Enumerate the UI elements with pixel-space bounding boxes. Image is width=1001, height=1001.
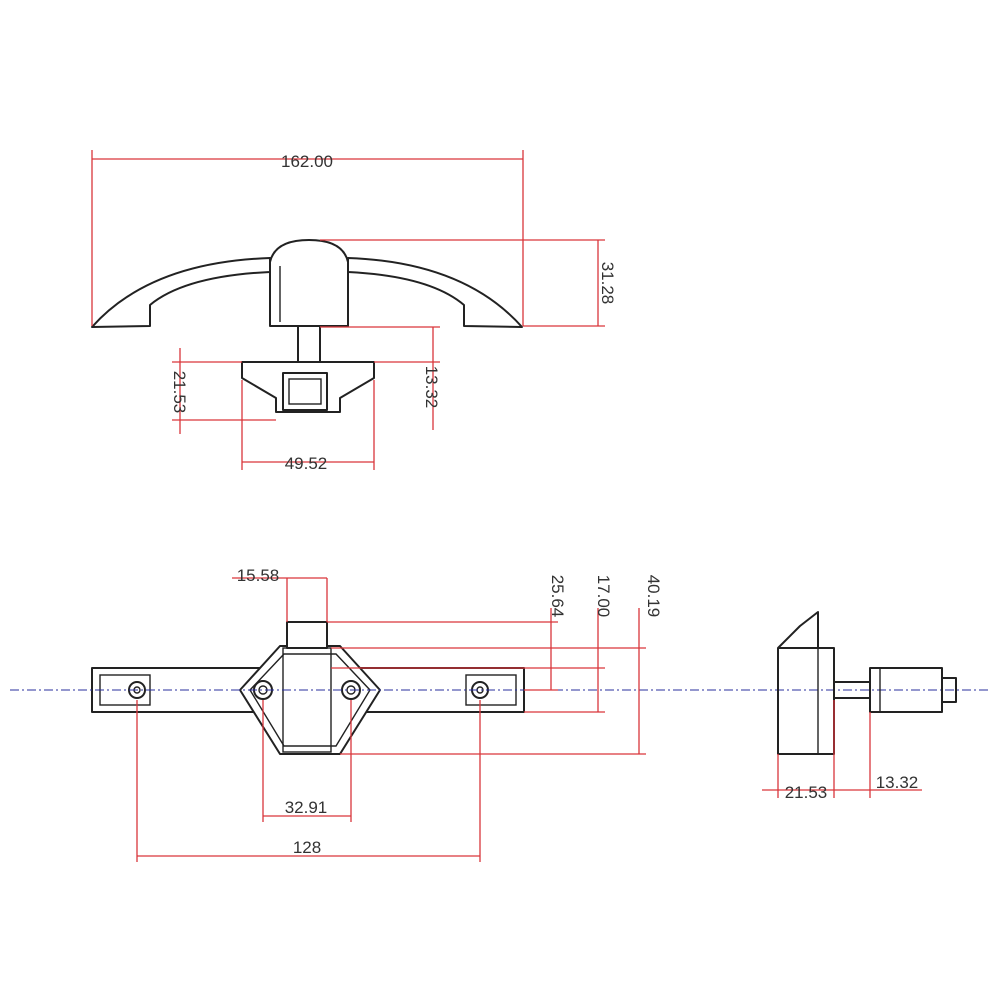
dim-40-19: 40.19	[644, 575, 663, 618]
latch-bracket	[241, 361, 375, 413]
dim-hole-spacing: 128	[293, 838, 321, 857]
dim-screw-spacing: 32.91	[285, 798, 328, 817]
dim-overall-height: 31.28	[598, 262, 617, 305]
latch-slot-inner	[288, 378, 322, 405]
front-view-part	[91, 621, 525, 755]
side-wedge	[777, 611, 819, 649]
lock-core	[282, 647, 332, 753]
side-view-dimensions	[762, 700, 922, 798]
dim-latch-depth: 21.53	[170, 371, 189, 414]
dim-latch-width: 49.52	[285, 454, 328, 473]
dim-side-spindle: 13.32	[876, 773, 919, 792]
side-tip	[941, 677, 957, 703]
dim-25-64: 25.64	[548, 575, 567, 618]
left-arm	[91, 257, 271, 328]
top-view-dimensions	[91, 150, 605, 470]
right-screw	[341, 680, 361, 700]
right-arm	[347, 257, 523, 328]
dim-side-body-depth: 21.53	[785, 783, 828, 802]
push-button	[286, 621, 328, 649]
lock-body	[239, 645, 381, 755]
side-body	[777, 647, 835, 755]
stem	[297, 325, 321, 363]
dim-17-00: 17.00	[594, 575, 613, 618]
front-view-dimensions	[136, 577, 646, 862]
center-button	[269, 239, 349, 327]
dim-overall-width: 162.00	[281, 152, 333, 171]
dim-latch-height: 13.32	[422, 366, 441, 409]
dim-button-width: 15.58	[237, 566, 280, 585]
top-view-part	[91, 239, 523, 413]
side-view-part	[777, 611, 957, 755]
latch-slot	[282, 372, 328, 411]
